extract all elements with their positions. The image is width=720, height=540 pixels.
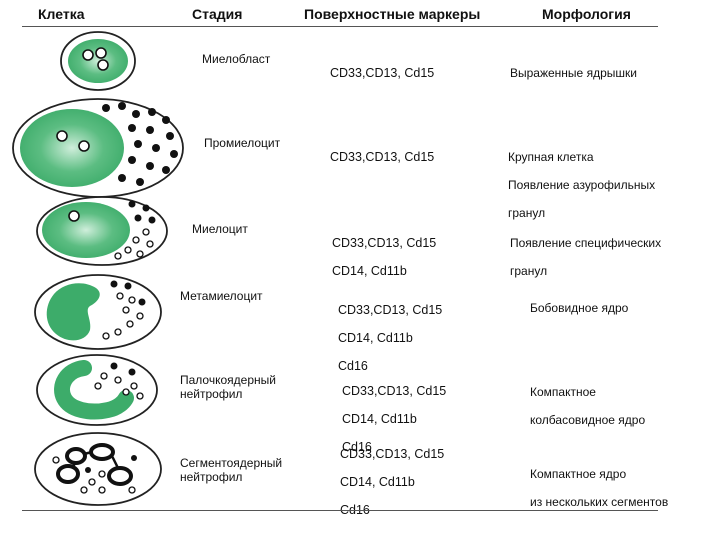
surface-markers: CD33,CD13, Cd15 CD14, Cd11b Cd16 (342, 384, 447, 454)
nucleolus (82, 49, 94, 61)
morphology-text: Появление специфических гранул (510, 236, 662, 278)
azurophilic-granules (128, 200, 156, 224)
nucleus (68, 39, 128, 83)
footer-rule (22, 510, 658, 511)
stage-label: Палочкоядерный нейтрофил (180, 373, 276, 401)
cell-membrane (34, 432, 162, 506)
nucleolus (56, 130, 68, 142)
promyelocyte-cell-image (12, 98, 184, 198)
morphology-text: Крупная клетка Появление азурофильных гр… (508, 150, 656, 220)
azurophilic-granules (110, 362, 136, 376)
stage-label: Сегментоядерный нейтрофил (180, 456, 283, 484)
specific-granules (52, 456, 136, 494)
metamyelocyte-cell-image (34, 274, 162, 350)
stage-label: Миелоцит (192, 222, 248, 236)
surface-markers: CD33,CD13, Cd15 CD14, Cd11b (332, 236, 437, 278)
morphology-text: Бобовидное ядро (530, 301, 629, 315)
surface-markers: CD33,CD13, Cd15 CD14, Cd11b Cd16 (338, 303, 443, 373)
bean-shaped-nucleus (46, 283, 100, 341)
band-neutrophil-cell-image (36, 354, 158, 426)
myelocyte-cell-image (36, 196, 168, 266)
morphology-text: Компактное колбасовидное ядро (530, 385, 646, 427)
myeloblast-cell-image (60, 31, 136, 91)
nucleolus (68, 210, 80, 222)
azurophilic-granules (110, 280, 146, 306)
header-cell: Клетка (38, 6, 85, 22)
stage-label: Миелобласт (202, 52, 271, 66)
header-rule (22, 26, 658, 27)
stage-label: Метамиелоцит (180, 289, 263, 303)
azurophilic-granules (102, 102, 178, 186)
morphology-text: Компактное ядро из нескольких сегментов (530, 467, 669, 509)
nucleus (42, 202, 130, 258)
segmented-neutrophil-cell-image (34, 432, 162, 506)
specific-granules (94, 372, 144, 400)
band-nucleus (54, 360, 134, 420)
nucleolus (95, 47, 107, 59)
morphology-text: Выраженные ядрышки (510, 66, 637, 80)
nucleolus (78, 140, 90, 152)
specific-granules (102, 292, 144, 340)
nucleus (20, 109, 124, 187)
azurophilic-granules (85, 455, 137, 473)
surface-markers: CD33,CD13, Cd15 (330, 150, 435, 164)
surface-markers: CD33,CD13, Cd15 CD14, Cd11b Cd16 (340, 447, 445, 517)
nucleolus (97, 59, 109, 71)
specific-granules (114, 228, 154, 260)
header-stage: Стадия (192, 6, 243, 22)
surface-markers: CD33,CD13, Cd15 (330, 66, 435, 80)
header-markers: Поверхностные маркеры (304, 6, 481, 22)
header-morphology: Морфология (542, 6, 631, 22)
stage-label: Промиелоцит (204, 136, 281, 150)
nucleus-segments (56, 443, 133, 486)
